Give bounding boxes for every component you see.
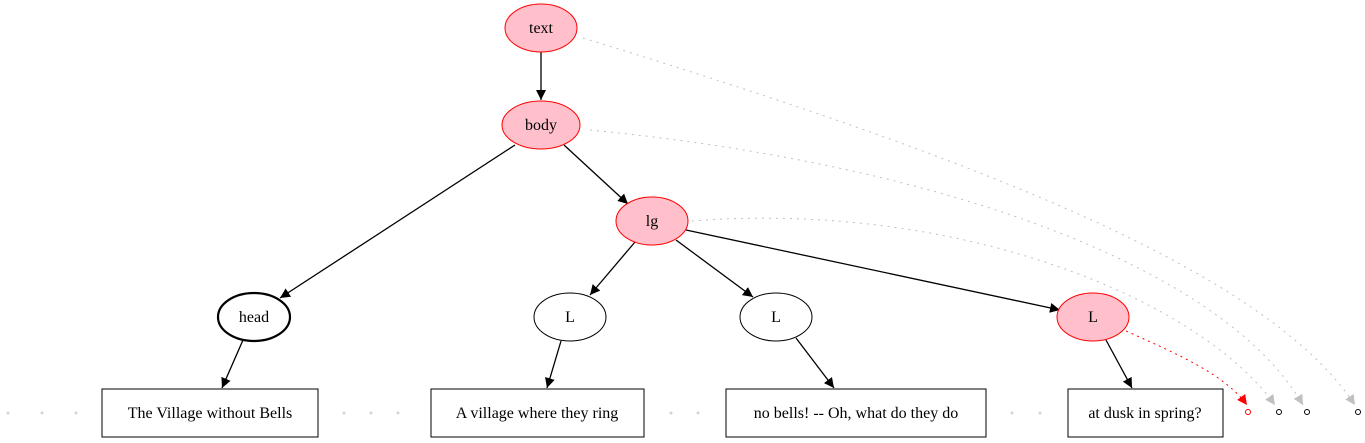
leaf-l1-text-label: A village where they ring <box>456 405 619 422</box>
leaf-l2-text[interactable]: no bells! -- Oh, what do they do <box>725 388 987 438</box>
sequence-dot <box>1010 411 1014 415</box>
leaf-l1-text[interactable]: A village where they ring <box>430 388 645 438</box>
edge-body-head <box>279 144 516 299</box>
node-head[interactable]: head <box>216 291 292 343</box>
edge-l2-leaf <box>795 337 835 389</box>
edge-l3-leaf <box>1105 339 1133 389</box>
sequence-dots <box>6 411 1042 415</box>
sequence-dot <box>696 411 700 415</box>
leaf-l3-text[interactable]: at dusk in spring? <box>1067 388 1224 438</box>
sequence-dot <box>40 411 44 415</box>
edge-l1-leaf <box>545 340 562 389</box>
edge-body-lg <box>563 144 629 205</box>
sequence-dot <box>369 411 373 415</box>
sequence-dot <box>6 411 10 415</box>
endpoint-3 <box>1355 409 1361 415</box>
dotted-edge-body <box>589 129 1304 406</box>
sequence-dot <box>396 411 400 415</box>
sequence-dot <box>1038 411 1042 415</box>
dotted-edge-text <box>582 37 1356 406</box>
leaf-head-text-label: The Village without Bells <box>128 405 293 422</box>
node-text-label: text <box>529 20 554 37</box>
node-l-3[interactable]: L <box>1056 292 1130 342</box>
edge-head-leaf <box>221 339 244 389</box>
leaf-l2-text-label: no bells! -- Oh, what do they do <box>754 405 958 422</box>
edge-lg-l3 <box>685 229 1061 313</box>
sequence-dot <box>74 411 78 415</box>
sequence-dot <box>669 411 673 415</box>
endpoint-2 <box>1304 409 1310 415</box>
node-l-3-label: L <box>1088 309 1098 326</box>
endpoint-red <box>1245 409 1251 415</box>
sequence-dot <box>342 411 346 415</box>
node-l-2[interactable]: L <box>739 292 813 342</box>
edge-lg-l2 <box>675 239 754 298</box>
node-l-1[interactable]: L <box>533 292 607 342</box>
node-text[interactable]: text <box>504 3 578 53</box>
node-head-label: head <box>239 309 269 326</box>
node-body[interactable]: body <box>501 100 581 150</box>
edge-lg-l1 <box>589 241 636 296</box>
leaf-head-text[interactable]: The Village without Bells <box>101 388 319 438</box>
node-l-1-label: L <box>565 309 575 326</box>
node-body-label: body <box>525 117 557 134</box>
node-lg-label: lg <box>646 213 658 230</box>
node-lg[interactable]: lg <box>615 196 689 246</box>
node-l-2-label: L <box>771 309 781 326</box>
endpoint-1 <box>1276 409 1282 415</box>
leaf-l3-text-label: at dusk in spring? <box>1088 405 1201 422</box>
dotted-edge-l3 <box>1125 330 1248 406</box>
